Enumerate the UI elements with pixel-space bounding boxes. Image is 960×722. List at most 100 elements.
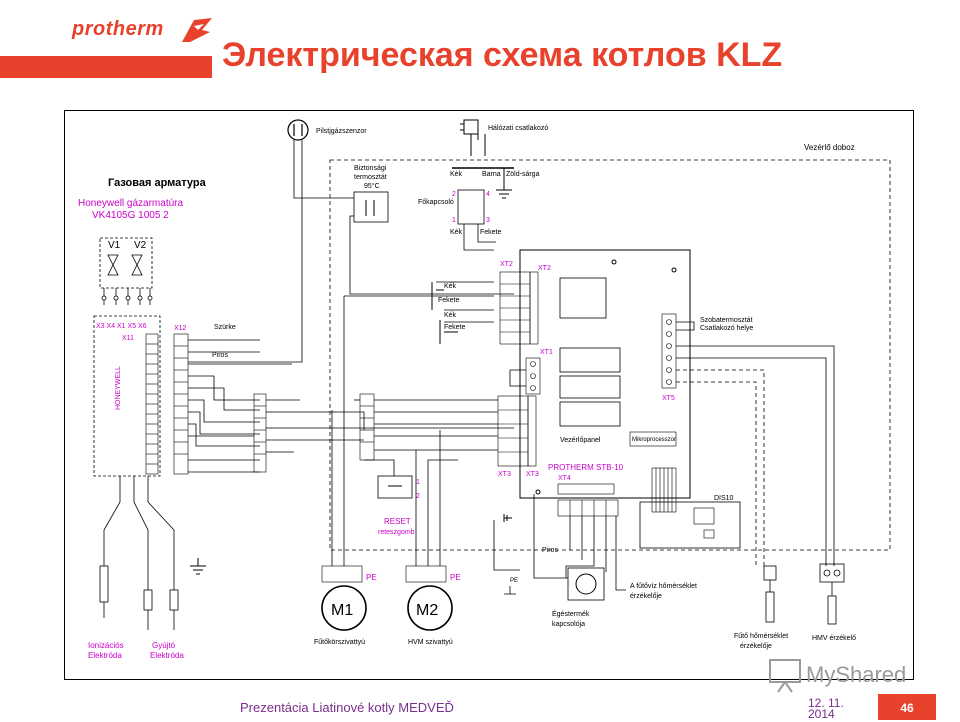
safety-thermostat (353, 191, 389, 223)
hmv-sensor-icon (819, 563, 845, 625)
ground-icon-2 (503, 514, 512, 522)
m1-terminal (321, 565, 363, 583)
protherm-logo: protherm (72, 18, 164, 40)
m2-pe-label: PE (450, 573, 461, 582)
xt1-label: XT1 (540, 349, 553, 356)
gas-valve-model-line2: VK4105G 1005 2 (92, 210, 169, 221)
safety-thermostat-line2: termosztát (354, 174, 387, 181)
wire-kek-label-2: Kék (450, 229, 463, 236)
xt3-terminal-block (497, 395, 537, 467)
safety-thermostat-temp: 95°C (364, 182, 380, 190)
reset-label: RESET (384, 517, 411, 526)
xt4-label: XT4 (558, 475, 571, 482)
xt5-label: XT5 (662, 395, 675, 402)
pressure-switch-label: Piros (542, 547, 558, 554)
control-panel-label: Vezérlőpanel (560, 437, 601, 444)
x12-terminal-block (173, 333, 189, 475)
hmv-sensor-label: HMV érzékelő (812, 635, 856, 642)
protherm-logo-icon (182, 18, 212, 42)
wire-piros-label: Piros (212, 352, 228, 359)
motor-m1-label: M1 (331, 602, 353, 619)
x11-label: X11 (122, 335, 134, 342)
reset-button (377, 475, 413, 499)
page-number: 46 (878, 694, 936, 720)
electrode-wires (103, 476, 175, 590)
valve-box (99, 237, 153, 289)
main-switch-term-1: 1 (452, 217, 456, 224)
honeywell-controller (93, 315, 161, 477)
valve-coil-icon (107, 254, 143, 276)
ground-icon (496, 168, 512, 199)
motor-m2 (407, 585, 453, 631)
main-switch-term-2: 2 (452, 191, 456, 198)
slide-title: Электрическая схема котлов KLZ (222, 36, 783, 74)
mid-terminal-block (359, 393, 375, 461)
ribbon-cable (651, 467, 677, 513)
svg-text:Kék: Kék (444, 312, 457, 319)
room-thermostat-line2: Csatlakozó helye (700, 325, 753, 332)
pump-heating-label: Fűtőkörszivattyú (314, 639, 365, 646)
xt4-terminal-block (557, 483, 619, 517)
valve-v2-label: V2 (134, 240, 147, 251)
microprocessor-label: Mikroprocesszor (632, 437, 676, 443)
reset-term-2: 2 (416, 493, 420, 500)
ionization-electrode-icon (99, 565, 109, 618)
svg-text:Kék: Kék (444, 283, 457, 290)
footer-date: 12. 11. 2014 (808, 698, 844, 718)
ignition-label-line2: Elektróda (150, 651, 184, 660)
x11-terminal-block (145, 333, 159, 475)
ionization-label-line2: Elektróda (88, 651, 122, 660)
return-sensor-icon (763, 565, 777, 623)
main-switch-term-3: 3 (486, 217, 490, 224)
room-thermostat-line1: Szobatermosztát (700, 317, 753, 324)
xt2-label-left: XT2 (500, 261, 513, 268)
svg-text:Fekete: Fekete (438, 297, 460, 304)
m1-pe-label: PE (366, 573, 377, 582)
flue-sensor-line1: Égéstermék (552, 609, 590, 618)
x12-right-block (253, 393, 267, 473)
reset-term-1: 1 (416, 479, 420, 486)
watermark-text: MyShared (806, 662, 906, 687)
board-relay-3 (559, 375, 621, 399)
flue-switch (567, 567, 605, 601)
ionization-label-line1: Ionizációs (88, 641, 124, 650)
header-accent-bar (0, 56, 212, 78)
flue-sensor-line2: kapcsolója (552, 621, 585, 628)
electrical-box-label: Vezérlő doboz (804, 143, 855, 152)
wire-szurke-label: Szürke (214, 324, 236, 331)
motor-m1 (321, 585, 367, 631)
wire-fekete-label: Fekete (480, 229, 502, 236)
gas-valve-model-line1: Honeywell gázarmatúra (78, 198, 183, 209)
svg-text:Fekete: Fekete (444, 324, 466, 331)
dis10-panel (639, 501, 741, 549)
microprocessor (629, 431, 677, 447)
flame-sensor-label: Pilstjgázszenzor (316, 128, 367, 135)
pump-hw-label: HVM szivattyú (408, 639, 453, 646)
ignition-label-line1: Gyújtó (152, 641, 176, 650)
heating-sensor-line1: A fűtővíz hőmérséklet (630, 583, 697, 590)
presentation-icon (769, 659, 801, 693)
board-relay-4 (559, 401, 621, 427)
xt2-label-right: XT2 (538, 265, 551, 272)
board-relay-1 (559, 277, 607, 319)
control-board (519, 249, 691, 499)
wiring-diagram: Vezérlő doboz Газовая арматура Honeywell… (64, 110, 914, 680)
dis10-label: DIS10 (714, 495, 734, 502)
m2-terminal (405, 565, 447, 583)
terminal-strip-labels: X3 X4 X1 X5 X6 (96, 323, 147, 330)
main-switch (457, 189, 485, 225)
ground-icon-3 (190, 558, 206, 575)
ignition-electrode-icon (143, 589, 179, 630)
wire-barna-label: Barna (482, 171, 501, 178)
honeywell-vertical-label: HONEYWELL (115, 366, 122, 410)
xt1-terminal-block (525, 357, 541, 395)
board-name-label: PROTHERM STB-10 (548, 463, 624, 472)
valve-v1-label: V1 (108, 240, 121, 251)
gas-valve-title: Газовая арматура (108, 177, 207, 189)
xt3-label-left: XT3 (498, 471, 511, 478)
wire-zoldsarga-label: Zöld-sárga (506, 171, 540, 178)
electrical-box-outline (329, 159, 891, 551)
xt5-terminal-block (661, 313, 677, 389)
x12-label: X12 (174, 325, 187, 332)
heating-sensor-line2: érzékelője (630, 593, 662, 600)
